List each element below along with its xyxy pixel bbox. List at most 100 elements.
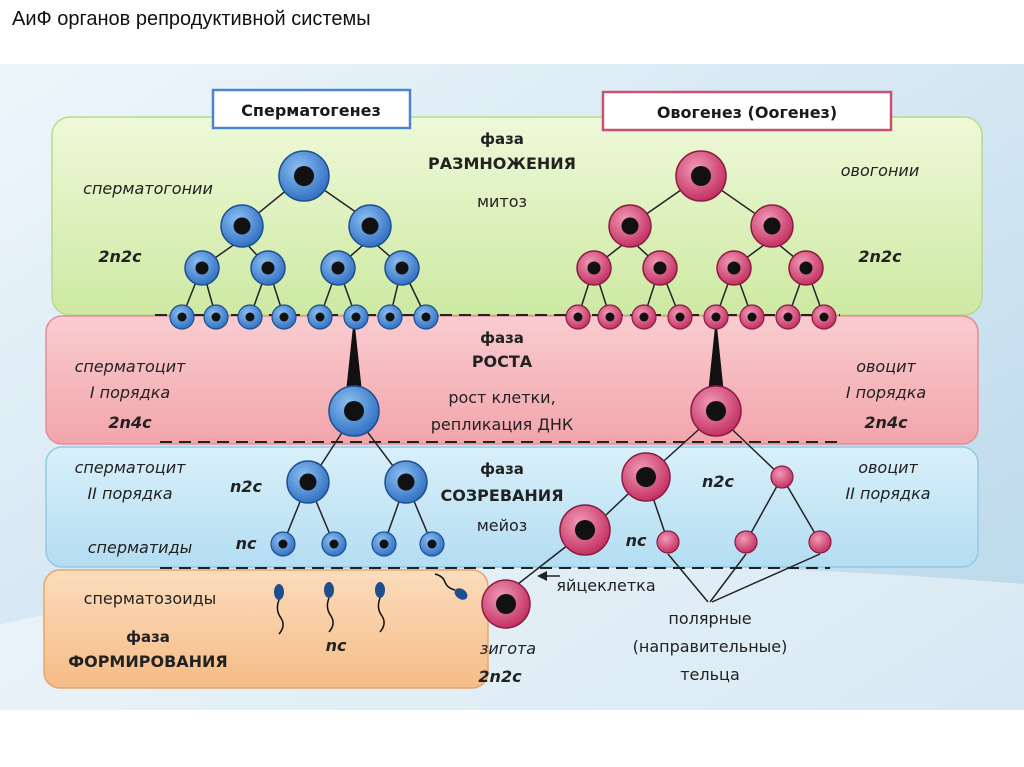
phase-word: фаза (480, 130, 524, 148)
growth-wedge (708, 317, 724, 394)
spermatogonium-cell (237, 304, 263, 330)
oogonium-cell (565, 304, 591, 330)
phase-word: фаза (126, 628, 170, 646)
spermatids-formula: nc (236, 534, 257, 553)
pointer-line (667, 553, 709, 603)
phase-reproduction-name: РАЗМНОЖЕНИЯ (428, 154, 576, 173)
spermatids-label: сперматиды (88, 538, 193, 557)
oogonium-cell (788, 250, 824, 286)
spermatogonia-formula: 2n2c (98, 247, 142, 266)
spermatid-cell (371, 531, 397, 557)
spermatogonium-cell (348, 204, 392, 248)
zygote-label: зигота (480, 639, 536, 658)
oogonium-cell (667, 304, 693, 330)
phase-word: фаза (480, 329, 524, 347)
spermatogonium-cell (271, 304, 297, 330)
spermatocyte2-formula: n2c (230, 477, 263, 496)
pointer-line (709, 553, 747, 603)
oogonium-cell (608, 204, 652, 248)
spermatogonium-cell (169, 304, 195, 330)
polar-body (770, 465, 794, 489)
oogonium-cell (716, 250, 752, 286)
spermatogonium-cell (220, 204, 264, 248)
growth-process-line1: рост клетки, (448, 388, 555, 407)
oocyte1-formula: 2n4c (864, 413, 908, 432)
sperm-cell (274, 584, 284, 635)
zygote-cell (481, 579, 531, 629)
phase-word: фаза (480, 460, 524, 478)
polar-body (734, 530, 758, 554)
sperm-cell (324, 582, 334, 633)
slide-title: АиФ органов репродуктивной системы (12, 8, 371, 30)
spermatogonium-cell (384, 250, 420, 286)
oogonium-cell (631, 304, 657, 330)
oocyte2-line2: II порядка (845, 484, 930, 503)
polar-bodies-line1: полярные (668, 609, 751, 628)
growth-wedge (346, 317, 362, 392)
oogonium-cell (811, 304, 837, 330)
oocyte1-line1: овоцит (856, 357, 916, 376)
egg-arrowhead (537, 571, 547, 581)
lineage-line (781, 476, 821, 543)
polar-body (656, 530, 680, 554)
phase-maturation-name: СОЗРЕВАНИЯ (440, 486, 563, 505)
gametogenesis-diagram: Сперматогенез Овогенез (Оогенез) фаза РА… (0, 64, 1024, 710)
pointer-line (711, 553, 821, 603)
growth-process-line2: репликация ДНК (431, 415, 574, 434)
band-growth (45, 315, 979, 445)
band-formation (43, 569, 489, 689)
spermatozoa-formula: nc (326, 636, 347, 655)
sperm-cell (434, 573, 468, 600)
oocyte2-formula: n2c (702, 472, 735, 491)
oogonium-cell (675, 150, 727, 202)
spermatogonium-cell (320, 250, 356, 286)
egg-formula: nc (626, 531, 647, 550)
spermatogonium-cell (377, 304, 403, 330)
spermatocyte1-line1: сперматоцит (75, 357, 187, 376)
meiosis-label: мейоз (477, 516, 528, 535)
egg-cell-label: яйцеклетка (556, 576, 655, 595)
oocyte1-cell (690, 385, 742, 437)
spermatogonium-cell (307, 304, 333, 330)
spermatocyte2-line2: II порядка (87, 484, 172, 503)
spermatozoa-label: сперматозоиды (84, 589, 217, 608)
spermatogenesis-header-box (211, 88, 412, 130)
mitosis-label: митоз (477, 192, 527, 211)
oocyte2-cell (621, 452, 671, 502)
oogonia-label: овогонии (841, 161, 919, 180)
spermatogonium-cell (184, 250, 220, 286)
oogonium-cell (642, 250, 678, 286)
spermatid-cell (419, 531, 445, 557)
oogenesis-header: Овогенез (Оогенез) (657, 103, 837, 122)
oogonium-cell (750, 204, 794, 248)
oocyte2-line1: овоцит (858, 458, 918, 477)
spermatocyte2-cell (384, 460, 428, 504)
spermatocyte2-cell (286, 460, 330, 504)
polar-bodies-line3: тельца (680, 665, 740, 684)
oogonium-cell (597, 304, 623, 330)
spermatocyte2-line1: сперматоцит (75, 458, 187, 477)
spermatid-cell (321, 531, 347, 557)
zygote-formula: 2n2c (478, 667, 522, 686)
oogonium-cell (739, 304, 765, 330)
spermatogenesis-header: Сперматогенез (241, 101, 381, 120)
oocyte1-line2: I порядка (846, 383, 926, 402)
oogenesis-header-box (601, 90, 893, 132)
egg-cell (559, 504, 611, 556)
lineage-line (745, 476, 783, 543)
spermatocyte1-line2: I порядка (90, 383, 170, 402)
phase-growth-name: РОСТА (472, 352, 533, 371)
spermatogonium-cell (343, 304, 369, 330)
spermatogonium-cell (250, 250, 286, 286)
sperm-cell (375, 582, 385, 633)
polar-bodies-line2: (направительные) (633, 637, 788, 656)
spermatogonium-cell (203, 304, 229, 330)
spermatogonium-cell (278, 150, 330, 202)
spermatocyte1-formula: 2n4c (108, 413, 152, 432)
oogonium-cell (775, 304, 801, 330)
oogonium-cell (576, 250, 612, 286)
oogonium-cell (703, 304, 729, 330)
oogonia-formula: 2n2c (858, 247, 902, 266)
spermatocyte1-cell (328, 385, 380, 437)
polar-body (808, 530, 832, 554)
